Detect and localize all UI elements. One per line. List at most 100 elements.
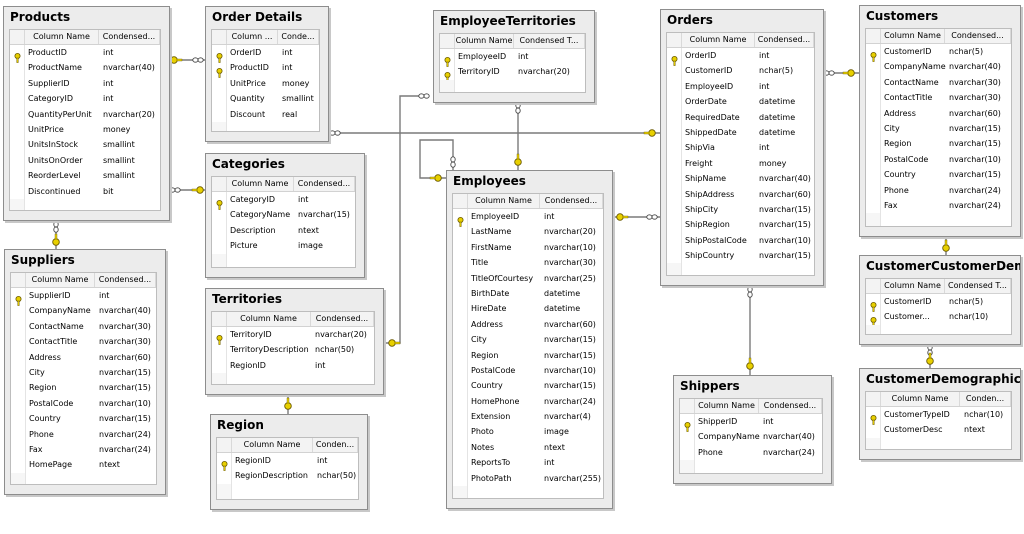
column-name-cell[interactable]: CustomerID: [685, 66, 733, 76]
row-selector[interactable]: [453, 393, 468, 410]
column-type-cell[interactable]: nvarchar(40): [99, 306, 151, 316]
column-type-cell[interactable]: nvarchar(40): [949, 62, 1001, 72]
column-name-cell[interactable]: Country: [884, 170, 916, 180]
column-type-cell[interactable]: nvarchar(20): [315, 330, 367, 339]
column-name-cell[interactable]: Phone: [698, 447, 723, 457]
column-name-cell[interactable]: EmployeeID: [458, 52, 507, 61]
column-type-cell[interactable]: int: [103, 48, 114, 57]
row-selector[interactable]: [453, 332, 468, 348]
row-selector[interactable]: [212, 91, 227, 107]
column-type-cell[interactable]: nvarchar(40): [763, 432, 815, 442]
column-name-cell[interactable]: HomePage: [29, 460, 72, 470]
column-type-cell[interactable]: nvarchar(60): [544, 319, 596, 329]
row-selector[interactable]: [453, 455, 468, 471]
row-selector[interactable]: [10, 152, 25, 169]
column-name-header[interactable]: Column Name: [25, 30, 99, 44]
column-type-cell[interactable]: nvarchar(20): [518, 67, 570, 77]
empty-row[interactable]: [440, 79, 585, 92]
column-type-cell[interactable]: image: [544, 427, 569, 437]
column-name-cell[interactable]: Customer...: [884, 312, 930, 322]
column-type-cell[interactable]: nvarchar(10): [544, 365, 596, 375]
row-selector[interactable]: [453, 362, 468, 379]
empty-row[interactable]: [866, 213, 1011, 226]
row-selector[interactable]: [11, 472, 26, 484]
row-selector[interactable]: [217, 453, 232, 471]
column-name-cell[interactable]: City: [471, 335, 487, 345]
column-type-cell[interactable]: datetime: [759, 127, 796, 137]
column-type-cell[interactable]: nvarchar(15): [759, 204, 811, 214]
column-type-cell[interactable]: int: [544, 212, 555, 221]
empty-row[interactable]: [212, 253, 355, 267]
column-type-cell[interactable]: nvarchar(60): [759, 189, 811, 199]
column-name-cell[interactable]: TerritoryID: [458, 67, 500, 77]
column-type-cell[interactable]: nchar(5): [949, 47, 984, 56]
row-selector[interactable]: [11, 364, 26, 381]
row-selector[interactable]: [667, 155, 682, 172]
column-name-cell[interactable]: HomePhone: [471, 396, 520, 406]
row-selector[interactable]: [453, 470, 468, 487]
row-selector[interactable]: [866, 294, 881, 312]
column-name-cell[interactable]: ProductID: [28, 48, 67, 57]
column-type-cell[interactable]: ntext: [964, 425, 985, 435]
column-type-cell[interactable]: nvarchar(10): [544, 242, 596, 252]
column-type-cell[interactable]: nchar(50): [315, 345, 355, 355]
row-selector[interactable]: [440, 49, 455, 67]
row-selector[interactable]: [667, 248, 682, 264]
column-name-cell[interactable]: PostalCode: [884, 154, 929, 164]
column-type-cell[interactable]: nvarchar(24): [544, 396, 596, 406]
row-selector[interactable]: [680, 414, 695, 432]
row-selector[interactable]: [10, 106, 25, 122]
row-selector[interactable]: [667, 263, 682, 275]
column-name-cell[interactable]: Photo: [471, 427, 494, 437]
empty-row[interactable]: [11, 472, 156, 484]
row-selector[interactable]: [680, 444, 695, 461]
column-name-cell[interactable]: ShipName: [685, 174, 727, 184]
column-name-cell[interactable]: RegionDescription: [235, 471, 308, 481]
column-type-cell[interactable]: nvarchar(15): [544, 381, 596, 391]
row-selector[interactable]: [217, 499, 232, 500]
row-selector[interactable]: [212, 357, 227, 374]
column-name-cell[interactable]: ProductID: [230, 63, 269, 73]
row-selector[interactable]: [667, 124, 682, 141]
row-selector[interactable]: [866, 407, 881, 425]
row-selector[interactable]: [866, 136, 881, 152]
column-name-cell[interactable]: PostalCode: [471, 365, 516, 375]
row-selector[interactable]: [866, 213, 881, 226]
column-name-cell[interactable]: CategoryName: [230, 210, 291, 220]
column-type-cell[interactable]: nvarchar(24): [99, 429, 151, 439]
column-type-cell[interactable]: nvarchar(20): [544, 227, 596, 237]
column-type-cell[interactable]: nchar(10): [964, 410, 1004, 419]
column-name-cell[interactable]: BirthDate: [471, 288, 510, 298]
column-name-cell[interactable]: UnitPrice: [230, 78, 266, 88]
column-name-cell[interactable]: ShipPostalCode: [685, 235, 747, 245]
column-type-cell[interactable]: real: [282, 109, 298, 119]
column-name-header[interactable]: Column Name: [881, 392, 960, 406]
